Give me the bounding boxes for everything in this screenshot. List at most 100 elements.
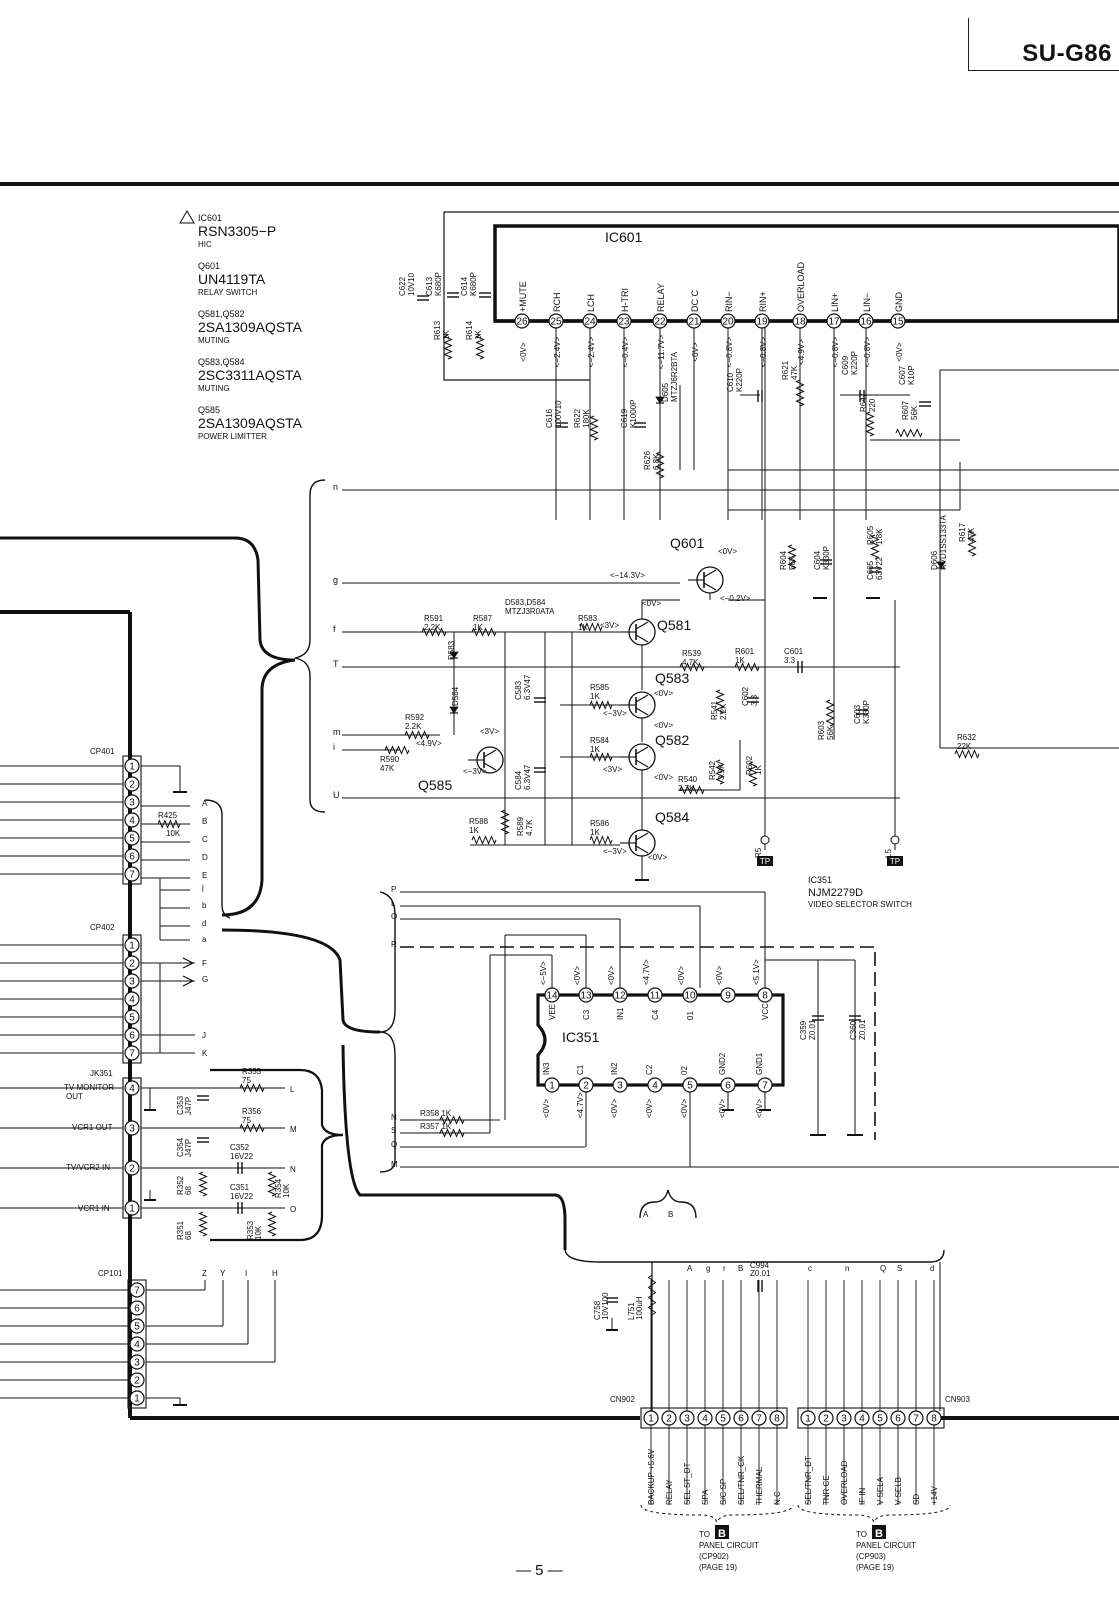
pin-circle xyxy=(612,987,628,1003)
cable-2 xyxy=(221,658,296,917)
pin-circle xyxy=(682,987,698,1003)
legend-part: 2SA1309AQSTA xyxy=(198,319,303,335)
pin-number: 26 xyxy=(516,317,528,328)
cp401-signal: D xyxy=(202,853,208,862)
bottom-bus xyxy=(564,1249,945,1263)
cn902-pin-label: SEL/TNR_CK xyxy=(737,1455,746,1505)
bottom-signal: n xyxy=(845,1264,849,1273)
resistor-r354 xyxy=(267,1171,277,1197)
bottom-signal: c xyxy=(808,1264,812,1273)
voltage-label: <0V> xyxy=(642,599,661,608)
component-value: 3.3 xyxy=(784,656,796,665)
cn903-pin-8: 8 xyxy=(926,1410,942,1426)
ic351-pin-voltage: <−5V> xyxy=(539,961,548,985)
pin-circle xyxy=(544,1077,560,1093)
resistor-r584 xyxy=(589,752,613,762)
pin-circle xyxy=(757,1077,773,1093)
cn902-pin-label: S/C SP xyxy=(719,1479,728,1505)
ic601-pin-voltage: <4.9V> xyxy=(797,339,806,365)
pin-number: 12 xyxy=(614,991,626,1002)
resistor-r592 xyxy=(404,730,430,740)
transistor-emitter xyxy=(703,582,717,591)
pin-circle xyxy=(720,987,736,1003)
pin-circle xyxy=(751,1410,767,1426)
pin-number: 10 xyxy=(684,991,696,1002)
cn903-pin-label: +14V xyxy=(930,1485,939,1505)
ic601-pin-17: 17 xyxy=(826,313,842,329)
transistor-emitter xyxy=(635,759,649,768)
cp401-pin-1: 1 xyxy=(124,758,140,774)
cp101-signal: I xyxy=(245,1269,247,1278)
resistor-r601 xyxy=(734,662,760,672)
component-value: K220P xyxy=(735,368,744,392)
component-ref: R585 xyxy=(590,683,610,692)
cp402-pin-5: 5 xyxy=(124,1009,140,1025)
ic351-pin-voltage: <0V> xyxy=(645,1099,654,1118)
bus-label: f xyxy=(333,624,336,634)
component-value: 1K xyxy=(469,826,479,835)
bottom-signal: B xyxy=(668,1210,673,1219)
jk351-signal: N xyxy=(290,1165,296,1174)
cn903-pin-label: TNR CE xyxy=(822,1475,831,1505)
pin-circle xyxy=(872,1410,888,1426)
pin-number: 3 xyxy=(129,977,135,988)
resistor-r356 xyxy=(239,1123,265,1133)
ic351-pin-2: 2 xyxy=(578,1077,594,1093)
pin-number: 3 xyxy=(684,1414,690,1425)
component-ref: C603 xyxy=(853,704,862,724)
pin-number: 1 xyxy=(129,1204,135,1215)
transistor-q583-label: Q583 xyxy=(655,670,689,686)
bus-label: M xyxy=(391,1160,398,1169)
resistor-r621 xyxy=(795,379,805,407)
pin-number: 2 xyxy=(129,959,135,970)
pin-circle xyxy=(854,1410,870,1426)
jk351-body xyxy=(122,1077,142,1219)
pin-number: 15 xyxy=(892,317,904,328)
cp402-label: CP402 xyxy=(90,923,115,932)
ic351-pin-voltage: <0V> xyxy=(755,1099,764,1118)
component-value: K220P xyxy=(850,351,859,375)
bus-label: R xyxy=(391,940,397,949)
pin-number: 4 xyxy=(129,1084,135,1095)
resistor-r540 xyxy=(679,785,705,795)
component-value: 3.9K xyxy=(717,763,726,780)
ic601-pin-voltage: <−11.7V> xyxy=(657,335,666,370)
ic351-pin-6: 6 xyxy=(720,1077,736,1093)
component-value: 2.2K xyxy=(719,703,728,720)
pin-number: 7 xyxy=(756,1414,762,1425)
ic351-pin-11: 11 xyxy=(647,987,663,1003)
pin-circle xyxy=(582,313,598,329)
pin-circle xyxy=(514,313,530,329)
pin-number: 14 xyxy=(546,991,558,1002)
bus-label: N xyxy=(391,1113,397,1122)
component-value: 56K xyxy=(826,725,835,740)
pin-number: 7 xyxy=(762,1081,768,1092)
cp101-pin-7: 7 xyxy=(129,1282,145,1298)
resistor-r604 xyxy=(787,544,797,570)
component-ref: R622 xyxy=(573,408,582,428)
bus-brace-left xyxy=(294,479,326,813)
cp401-pin-5: 5 xyxy=(124,830,140,846)
resistor-r357 xyxy=(439,1128,465,1138)
cp402-body xyxy=(122,934,142,1064)
ic351-pin-label: 01 xyxy=(686,1011,695,1020)
resistor-r587 xyxy=(471,627,497,637)
jk351-pin-4: 4 xyxy=(124,1080,140,1096)
pin-circle xyxy=(697,1410,713,1426)
component-ref: D584 xyxy=(451,686,460,706)
cp101-signal: Y xyxy=(220,1269,226,1278)
pin-number: 2 xyxy=(666,1414,672,1425)
component-value: 75 xyxy=(242,1076,251,1085)
pin-number: 17 xyxy=(828,317,840,328)
cn903-pin-6: 6 xyxy=(890,1410,906,1426)
component-ref: C614 xyxy=(460,276,469,296)
cn902-body xyxy=(640,1407,788,1429)
component-value: 1K xyxy=(590,745,600,754)
ic601-pin-18: 18 xyxy=(792,313,808,329)
cp101-pin-1: 1 xyxy=(129,1390,145,1406)
resistor-r352 xyxy=(198,1171,208,1197)
cp402-signal: G xyxy=(202,975,208,984)
component-value: 1.8K xyxy=(875,528,884,545)
wires xyxy=(0,182,1119,1524)
component-ref: C604 xyxy=(813,550,822,570)
